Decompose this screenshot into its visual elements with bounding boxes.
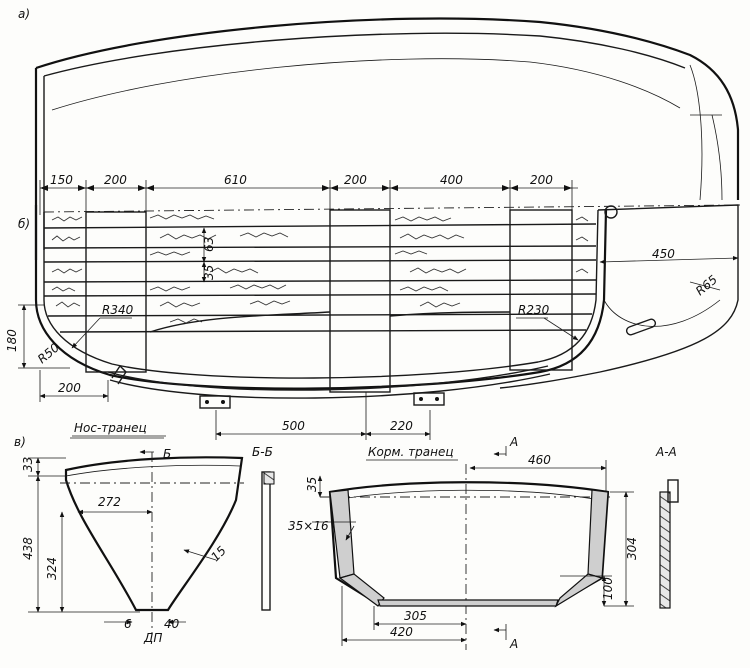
label-view-a: а) bbox=[18, 7, 30, 21]
dim-305: 305 bbox=[404, 609, 427, 623]
dim-324: 324 bbox=[45, 557, 59, 580]
dim-200-second: 200 bbox=[344, 173, 367, 187]
dim-6: 6 bbox=[124, 617, 132, 631]
stern-transom-view bbox=[312, 446, 679, 650]
dim-610: 610 bbox=[224, 173, 247, 187]
label-cut-a-top: А bbox=[509, 435, 518, 449]
dim-100: 100 bbox=[601, 577, 615, 600]
dim-35x16: 35×16 bbox=[288, 519, 329, 533]
dim-150: 150 bbox=[50, 173, 73, 187]
bottom-planks bbox=[43, 214, 597, 333]
label-view-b: б) bbox=[18, 217, 30, 231]
label-bow-transom: Нос-транец bbox=[74, 421, 147, 435]
view-b-bottom-plan bbox=[18, 180, 741, 440]
dim-420: 420 bbox=[390, 625, 413, 639]
dim-180: 180 bbox=[5, 329, 19, 352]
dim-35-stern: 35 bbox=[305, 477, 319, 492]
dim-r65: R65 bbox=[693, 272, 720, 298]
dim-220: 220 bbox=[390, 419, 413, 433]
label-cut-b-mark: Б bbox=[163, 447, 171, 461]
dim-r230: R230 bbox=[518, 303, 550, 317]
dim-304: 304 bbox=[625, 537, 639, 560]
dim-400: 400 bbox=[440, 173, 463, 187]
dim-500: 500 bbox=[282, 419, 305, 433]
dim-33: 33 bbox=[21, 457, 35, 472]
label-cut-a-bottom: А bbox=[509, 637, 518, 651]
label-center-plane: ДП bbox=[143, 631, 162, 645]
dim-450: 450 bbox=[652, 247, 675, 261]
dim-r50: R50 bbox=[35, 340, 62, 366]
dim-200-third: 200 bbox=[530, 173, 553, 187]
drawing-labels: а) б) в) Нос-транец Корм. транец Б-Б А-А… bbox=[5, 7, 720, 651]
label-section-a: А-А bbox=[655, 445, 677, 459]
dim-r340: R340 bbox=[102, 303, 134, 317]
bow-transom-view bbox=[28, 437, 275, 635]
dim-200-first: 200 bbox=[104, 173, 127, 187]
view-a-hull-top bbox=[34, 17, 740, 260]
dim-35: 35 bbox=[202, 265, 216, 280]
dim-40: 40 bbox=[164, 617, 180, 631]
dim-63: 63 bbox=[202, 237, 216, 252]
label-section-b: Б-Б bbox=[252, 445, 273, 459]
dim-438: 438 bbox=[21, 537, 35, 560]
label-view-c: в) bbox=[14, 435, 26, 449]
label-stern-transom: Корм. транец bbox=[368, 445, 454, 459]
dim-272: 272 bbox=[98, 495, 121, 509]
dim-200-bow: 200 bbox=[58, 381, 81, 395]
dim-460: 460 bbox=[528, 453, 551, 467]
